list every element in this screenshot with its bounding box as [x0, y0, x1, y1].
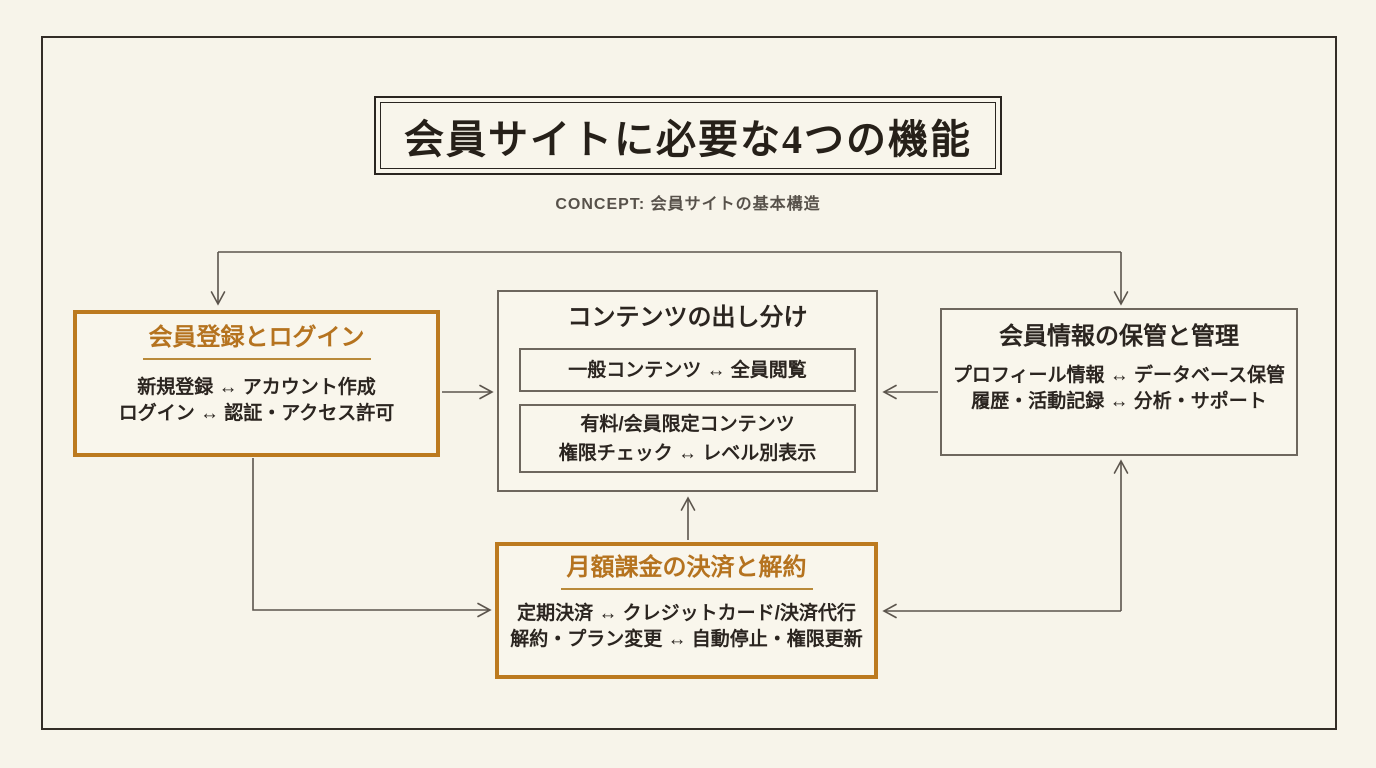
title-box-inner-border: 会員サイトに必要な4つの機能	[380, 102, 996, 169]
box-billing-title-wrap: 月額課金の決済と解約	[499, 554, 874, 590]
outer-frame	[41, 36, 1337, 730]
box-registration-login: 会員登録とログイン 新規登録 ↔ アカウント作成 ログイン ↔ 認証・アクセス許…	[73, 310, 440, 457]
connector-registration-to-billing	[252, 458, 492, 618]
box-member-info-title: 会員情報の保管と管理	[999, 323, 1239, 350]
paid-content-line-2: 権限チェック ↔ レベル別表示	[558, 442, 817, 464]
paid-content-line-1: 有料/会員限定コンテンツ	[580, 413, 795, 435]
member-info-line-2: 履歴・活動記録 ↔ 分析・サポート	[971, 391, 1267, 412]
registration-line-1: 新規登録 ↔ アカウント作成	[137, 377, 376, 398]
box-member-info-management: 会員情報の保管と管理 プロフィール情報 ↔ データベース保管 履歴・活動記録 ↔…	[940, 308, 1298, 456]
member-info-line-1: プロフィール情報 ↔ データベース保管	[952, 365, 1286, 386]
billing-line-1: 定期決済 ↔ クレジットカード/決済代行	[517, 603, 856, 624]
title-box: 会員サイトに必要な4つの機能	[374, 96, 1002, 175]
box-content-delivery: コンテンツの出し分け 一般コンテンツ ↔ 全員閲覧 有料/会員限定コンテンツ 権…	[497, 290, 878, 492]
sub-box-paid-content: 有料/会員限定コンテンツ 権限チェック ↔ レベル別表示	[519, 404, 856, 473]
billing-line-2: 解約・プラン変更 ↔ 自動停止・権限更新	[510, 629, 863, 650]
box-content-title: コンテンツの出し分け	[567, 304, 808, 331]
box-registration-title: 会員登録とログイン	[142, 324, 371, 360]
sub-box-general-content: 一般コンテンツ ↔ 全員閲覧	[519, 348, 856, 392]
page-title: 会員サイトに必要な4つの機能	[404, 116, 972, 162]
box-billing-cancellation: 月額課金の決済と解約 定期決済 ↔ クレジットカード/決済代行 解約・プラン変更…	[495, 542, 878, 679]
general-content-line: 一般コンテンツ ↔ 全員閲覧	[568, 359, 807, 381]
concept-subtitle: CONCEPT: 会員サイトの基本構造	[555, 196, 821, 213]
registration-line-2: ログイン ↔ 認証・アクセス許可	[118, 403, 395, 424]
box-registration-title-wrap: 会員登録とログイン	[77, 324, 436, 360]
box-billing-title: 月額課金の決済と解約	[560, 554, 813, 590]
